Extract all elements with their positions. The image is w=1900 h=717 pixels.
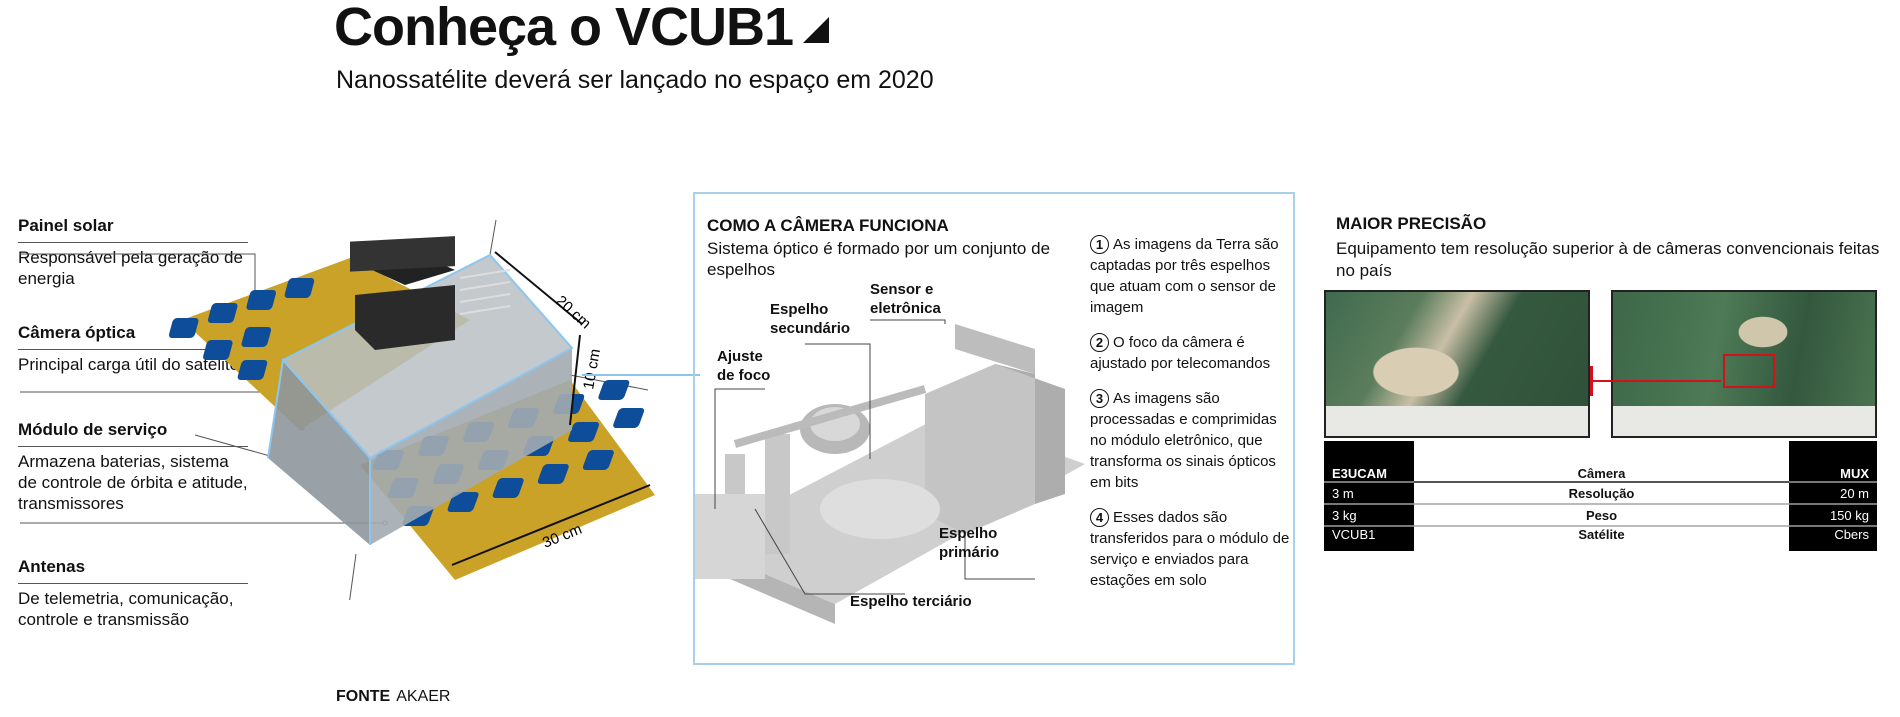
cell-right: 20 m [1789,482,1877,505]
camera-mechanism-illustration [695,319,1085,624]
step-text: As imagens são processadas e comprimidas… [1090,390,1277,491]
highlight-bracket [1590,366,1593,396]
step-number: 3 [1090,389,1109,408]
step-number: 4 [1090,508,1109,527]
dimension-depth: 20 cm [552,292,594,332]
cell-right: 150 kg [1789,504,1877,527]
satellite-illustration: 20 cm 10 cm 30 cm [20,219,700,600]
cell-label: Peso [1414,504,1789,527]
camera-heading: COMO A CÂMERA FUNCIONA [707,216,949,235]
label-title: Antenas [18,557,86,576]
part-secondary-mirror: Espelho secundário [770,301,851,337]
cell-label: Resolução [1414,482,1789,505]
label-text: De telemetria, comunicação, controle e t… [18,583,248,630]
satellite-image-mux [1611,290,1877,438]
page-title: Conheça o VCUB1 [334,0,830,58]
cell-left: 3 kg [1324,504,1414,527]
label-text: Armazena baterias, sistema de controle d… [18,446,248,514]
step-number: 2 [1090,333,1109,352]
step-text: As imagens da Terra são captadas por trê… [1090,236,1279,316]
cell-label: Satélite [1578,527,1625,542]
camera-panel: COMO A CÂMERA FUNCIONA Sistema óptico é … [693,192,1295,665]
dimension-lines [451,251,651,566]
step-text: Esses dados são transferidos para o módu… [1090,509,1290,589]
title-text: Conheça o VCUB1 [334,0,794,57]
camera-subheading: Sistema óptico é formado por um conjunto… [707,239,1051,279]
source-credit: FONTE AKAER [336,688,450,706]
cell-label: Câmera [1414,441,1789,483]
cell-right: MUX [1789,441,1877,483]
label-title: Painel solar [18,216,114,235]
part-tertiary-mirror: Espelho terciário [850,593,972,610]
highlight-box [1723,354,1775,388]
cell-right: Cbers [1789,526,1877,551]
part-focus-adjust: Ajuste de foco [717,348,771,384]
label-title: Módulo de serviço [18,420,168,439]
label-text: Responsável pela geração de energia [18,242,248,289]
source-label: FONTE [336,688,391,705]
label-text: Principal carga útil do satélite [18,349,248,375]
label-antennas: Antenas De telemetria, comunicação, contr… [18,557,248,630]
cell-left: E3UCAM [1324,441,1414,483]
triangle-icon [803,17,830,43]
precision-subheading: Equipamento tem resolução superior à de … [1336,239,1880,280]
step-text: O foco da câmera é ajustado por telecoma… [1090,334,1271,372]
table-row: VCUB1 Satélite Cbers [1324,526,1877,551]
precision-heading: MAIOR PRECISÃO [1336,214,1487,233]
cell-left: VCUB1 [1324,526,1414,551]
dimension-height: 10 cm [580,348,604,391]
step-number: 1 [1090,235,1109,254]
camera-stack [350,236,511,350]
satellite-image-e3ucam [1324,290,1590,438]
source-value: AKAER [396,688,451,705]
label-title: Câmera óptica [18,323,136,342]
highlight-connector [1590,380,1721,382]
page-subtitle: Nanossatélite deverá ser lançado no espa… [336,66,934,94]
part-primary-mirror: Espelho primário [939,525,1000,561]
cell-left: 3 m [1324,482,1414,505]
part-sensor: Sensor e eletrônica [870,281,941,317]
